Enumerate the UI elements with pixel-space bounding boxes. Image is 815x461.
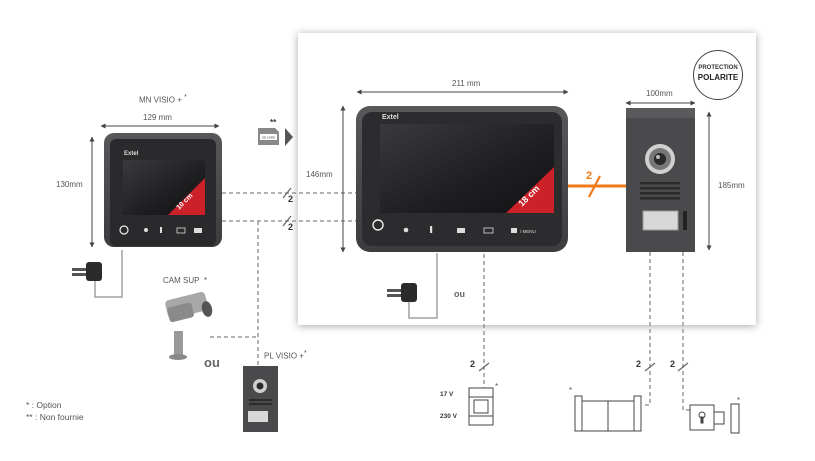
wire-lock — [682, 252, 690, 411]
dashed-wiring — [210, 192, 690, 411]
sd-card-label: SD CARD — [262, 136, 276, 140]
power-button-large — [372, 219, 384, 231]
badge-line2: POLARITE — [697, 73, 739, 82]
settings-icon — [511, 228, 517, 233]
user-icon — [144, 228, 148, 232]
wire-count: 2 — [670, 359, 676, 369]
wire-count: 2 — [636, 359, 642, 369]
orange-wire — [567, 175, 627, 198]
monitor-small-buttons — [144, 227, 202, 234]
monitor-small: 10 cm Extel — [104, 133, 222, 247]
name-tag-button — [642, 210, 679, 231]
camera-switch-icon — [176, 227, 186, 234]
door-station-height-label: 185mm — [718, 181, 745, 190]
wire-slashes — [282, 187, 689, 372]
electric-lock — [689, 403, 740, 434]
surveillance-camera — [165, 292, 213, 360]
door-station — [626, 108, 695, 252]
power-adapter-small — [72, 262, 102, 281]
monitor-large: 18 cm Extel / MENU — [356, 106, 568, 252]
wire-count: 2 — [288, 194, 294, 204]
wire-small-power — [94, 250, 123, 298]
door-station-width-label: 100mm — [646, 89, 673, 98]
badge-line1: PROTECTION — [698, 65, 738, 71]
camera-or-label: ou — [204, 355, 220, 370]
protection-polarite-badge: PROTECTION POLARITE — [693, 50, 743, 100]
settings-icon — [194, 228, 202, 233]
power-button-small — [119, 225, 129, 235]
gate-option-marker: * — [569, 386, 573, 395]
wire-large-power — [408, 253, 438, 319]
sd-card-marker: ** — [270, 118, 277, 127]
screen-badge-large — [506, 167, 554, 213]
user-icon — [403, 227, 409, 233]
monitor-large-width-label: 211 mm — [452, 79, 481, 88]
monitor-large-height-label: 146mm — [306, 170, 333, 179]
transformer-17v-label: 17 V — [440, 391, 454, 398]
wire-count-orange: 2 — [586, 170, 593, 182]
wire-count: 2 — [470, 359, 476, 369]
plate-label: PL VISIO +* — [264, 350, 307, 361]
power-adapter-large — [387, 283, 417, 302]
power-wires — [94, 250, 438, 319]
unlock-icon — [160, 227, 162, 233]
transformer-option-marker: * — [495, 382, 499, 391]
wire-slash — [282, 187, 292, 199]
transformer — [468, 387, 494, 426]
monitor-small-height-label: 130mm — [56, 180, 83, 189]
sd-arrow — [285, 128, 293, 146]
brand-logo-small: Extel — [124, 151, 139, 157]
speaker-grille — [640, 182, 680, 200]
monitor-large-buttons — [403, 226, 517, 234]
camera-lens — [654, 153, 666, 165]
monitor-small-width-label: 129 mm — [143, 113, 172, 122]
pl-visio-plate — [243, 366, 278, 432]
legend-option: * : Option — [26, 400, 62, 410]
transformer-230v-label: 230 V — [440, 413, 457, 420]
power-or-label: ou — [454, 289, 465, 299]
menu-button-label: / MENU — [520, 229, 536, 234]
unlock-icon — [430, 226, 433, 233]
wire-slash — [677, 362, 689, 372]
screen-badge-small — [168, 178, 205, 215]
legend-not-supplied: ** : Non fournie — [26, 412, 84, 422]
brand-logo-large: Extel — [382, 114, 399, 121]
camera-switch-icon — [483, 227, 494, 234]
wire-slash — [478, 362, 490, 372]
lock-option-marker: * — [737, 396, 741, 405]
legend: * : Option ** : Non fournie — [26, 399, 84, 423]
wire-slash — [644, 362, 656, 372]
dimension-arrows — [89, 89, 712, 253]
gate-motor — [574, 395, 642, 432]
wire-gate — [642, 252, 651, 406]
wire-slash — [282, 215, 292, 227]
camera-label: CAM SUP * — [163, 276, 208, 285]
sd-card-icon: SD CARD — [258, 128, 293, 146]
monitor-small-title: MN VISIO + * — [139, 94, 187, 105]
wire-count: 2 — [288, 222, 294, 232]
intercom-icon — [457, 228, 465, 233]
